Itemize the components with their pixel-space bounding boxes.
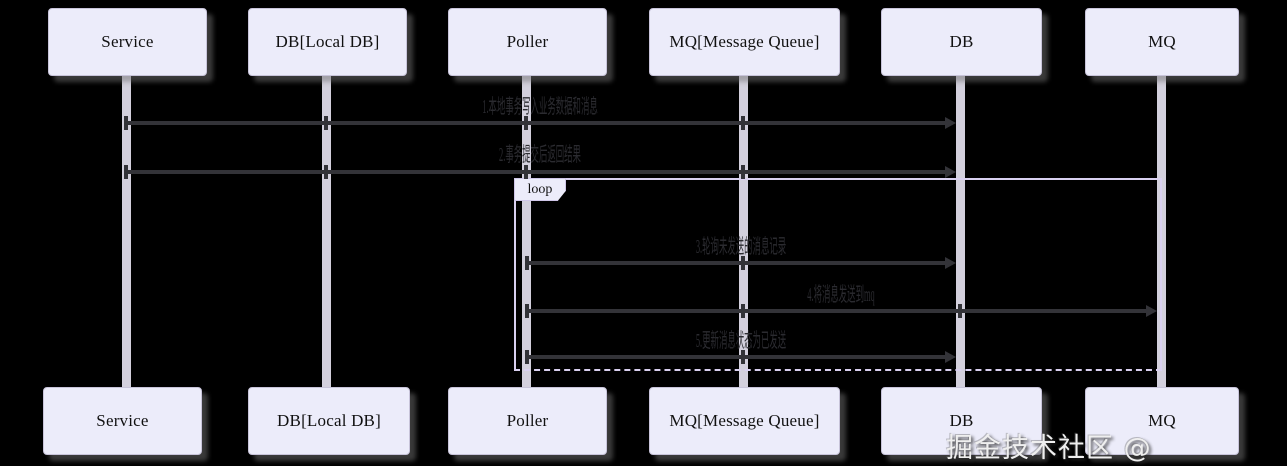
actor-label: Poller (506, 411, 549, 430)
message-2-tick (124, 165, 128, 179)
message-1-tick (324, 116, 328, 130)
message-5-tick (525, 350, 529, 364)
actor-label: DB[Local DB] (275, 32, 380, 51)
message-5-arrowhead (945, 351, 956, 363)
message-1-tick (741, 116, 745, 130)
message-1-tick (124, 116, 128, 130)
message-2-label: 2.事务提交后返回结果 (499, 144, 581, 166)
actor-bottom-db-local: DB[Local DB] (248, 387, 410, 455)
actor-label: MQ (1148, 411, 1176, 430)
actor-bottom-mq: MQ (1085, 387, 1239, 455)
actor-top-mq: MQ (1085, 8, 1239, 76)
actor-label: DB (949, 411, 974, 430)
lifeline-poller (522, 76, 531, 387)
actor-label: DB[Local DB] (277, 411, 381, 430)
message-2-line (124, 170, 952, 174)
message-4-tick (741, 304, 745, 318)
actor-label: Service (96, 411, 149, 430)
message-3-arrowhead (945, 257, 956, 269)
message-3-line (527, 261, 952, 265)
actor-top-db-local: DB[Local DB] (248, 8, 407, 76)
actor-top-poller: Poller (448, 8, 607, 76)
message-4-tick (525, 304, 529, 318)
actor-bottom-mq-queue: MQ[Message Queue] (649, 387, 840, 455)
lifeline-db (956, 76, 965, 387)
actor-label: MQ (1148, 32, 1176, 51)
actor-bottom-service: Service (43, 387, 202, 455)
message-1-label: 1.本地事务写入业务数据和消息 (482, 96, 598, 118)
message-4-line (527, 309, 1152, 313)
watermark-text: 掘金技术社区 @ chanalbert (946, 433, 1152, 466)
actor-label: MQ[Message Queue] (669, 32, 820, 51)
loop-label-text: loop (527, 181, 553, 197)
lifeline-mq-queue (739, 76, 748, 387)
actor-top-db: DB (881, 8, 1042, 76)
message-2-tick (324, 165, 328, 179)
actor-bottom-poller: Poller (448, 387, 607, 455)
loop-label: loop (514, 178, 566, 201)
message-5-tick (741, 350, 745, 364)
lifeline-service (122, 76, 131, 387)
message-3-tick (741, 256, 745, 270)
actor-top-mq-queue: MQ[Message Queue] (649, 8, 840, 76)
message-5-label: 5.更新消息状态为已发送 (695, 330, 787, 352)
message-2-tick (741, 165, 745, 179)
loop-frame (514, 178, 1162, 371)
actor-bottom-db: DB (881, 387, 1042, 455)
message-1-tick (524, 116, 528, 130)
message-2-arrowhead (945, 166, 956, 178)
actor-label: DB (949, 32, 974, 51)
message-2-tick (524, 165, 528, 179)
lifeline-db-local (322, 76, 331, 387)
actor-label: MQ[Message Queue] (669, 411, 820, 430)
actor-label: Poller (506, 32, 549, 51)
message-4-arrowhead (1146, 305, 1157, 317)
message-5-line (527, 355, 952, 359)
actor-top-service: Service (48, 8, 207, 76)
message-4-label: 4.将消息发送到mq (807, 284, 875, 306)
message-3-label: 3.轮询未发送的消息记录 (695, 236, 787, 258)
message-1-line (124, 121, 952, 125)
message-3-tick (525, 256, 529, 270)
actor-label: Service (101, 32, 154, 51)
message-4-tick (958, 304, 962, 318)
message-1-arrowhead (945, 117, 956, 129)
